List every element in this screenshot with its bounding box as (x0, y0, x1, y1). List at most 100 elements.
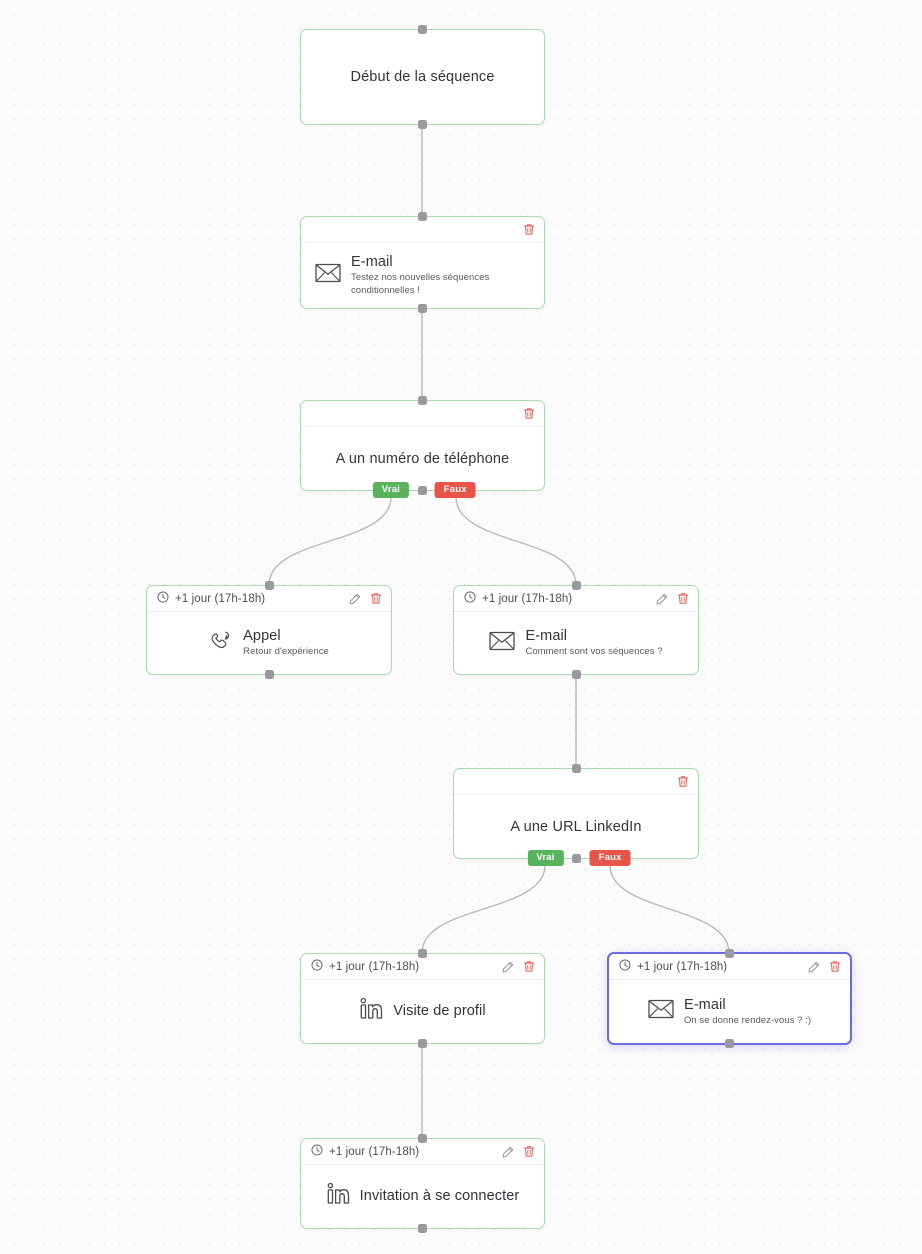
node-handle-bottom[interactable] (264, 670, 274, 679)
node-header (301, 401, 544, 427)
node-label: Début de la séquence (350, 69, 495, 85)
delete-icon[interactable] (677, 592, 689, 605)
node-body: A une URL LinkedIn (454, 795, 698, 858)
node-header: +1 jour (17h-18h) (454, 586, 698, 612)
node-handle-top[interactable] (418, 949, 427, 958)
phone-icon (209, 629, 233, 658)
node-action-text: Invitation à se connecter (360, 1187, 520, 1205)
node-handle-top[interactable] (418, 212, 427, 221)
node-handle-bottom[interactable] (725, 1039, 734, 1048)
node-title: Appel (243, 628, 281, 645)
edge-e-condphone-email2 (455, 496, 577, 586)
node-handle-top[interactable] (418, 25, 427, 34)
node-title: Invitation à se connecter (359, 1188, 520, 1205)
node-title: E-mail (683, 996, 726, 1013)
condition-badge-true[interactable]: Vrai (527, 850, 564, 866)
node-handle-bottom[interactable] (571, 670, 581, 679)
node-handle-top[interactable] (725, 949, 734, 958)
node-action-text: Visite de profil (393, 1002, 485, 1020)
node-body: Début de la séquence (301, 30, 544, 124)
node-header: +1 jour (17h-18h) (301, 1139, 544, 1165)
node-header: +1 jour (17h-18h) (609, 954, 850, 980)
node-handle-bottom[interactable] (418, 120, 427, 129)
delete-icon[interactable] (677, 775, 689, 788)
node-header-actions (523, 223, 535, 236)
node-title: E-mail (351, 254, 393, 271)
delete-icon[interactable] (370, 592, 382, 605)
edge-e-condphone-call (268, 496, 392, 586)
node-header-actions (502, 960, 535, 973)
condition-badge-true[interactable]: Vrai (372, 482, 410, 498)
delay-label-group: +1 jour (17h-18h) (619, 959, 727, 974)
node-handle-top[interactable] (418, 1134, 427, 1143)
node-handle-bottom[interactable] (571, 854, 581, 863)
node-header-actions (808, 960, 841, 973)
delay-label-group: +1 jour (17h-18h) (311, 959, 419, 974)
delete-icon[interactable] (523, 407, 535, 420)
node-handle-bottom[interactable] (418, 304, 427, 313)
flow-node-profile-visit[interactable]: +1 jour (17h-18h) Visite de profil (300, 949, 545, 1048)
edge-e-condlinkedin-email3 (609, 864, 730, 954)
edit-icon[interactable] (808, 961, 820, 973)
node-body: A un numéro de téléphone (301, 427, 544, 490)
delete-icon[interactable] (523, 223, 535, 236)
delete-icon[interactable] (829, 960, 841, 973)
edit-icon[interactable] (656, 593, 668, 605)
condition-badge-false[interactable]: Faux (589, 850, 631, 866)
node-handle-top[interactable] (264, 581, 274, 590)
node-subtitle: Comment sont vos séquences ? (525, 646, 663, 658)
node-header-actions (349, 592, 382, 605)
node-subtitle: Testez nos nouvelles séquences condition… (351, 272, 490, 297)
node-handle-top[interactable] (571, 581, 581, 590)
delay-label-group: +1 jour (17h-18h) (464, 591, 572, 606)
delay-label-group: +1 jour (17h-18h) (311, 1144, 419, 1159)
node-header-actions (502, 1145, 535, 1158)
envelope-icon (648, 999, 674, 1024)
node-title: Visite de profil (393, 1003, 486, 1020)
node-label: A une URL LinkedIn (510, 818, 642, 835)
edit-icon[interactable] (349, 593, 361, 605)
clock-icon (464, 591, 476, 606)
node-header-actions (523, 407, 535, 420)
delete-icon[interactable] (523, 1145, 535, 1158)
delay-label-group: +1 jour (17h-18h) (157, 591, 265, 606)
clock-icon (311, 1144, 323, 1159)
linkedin-icon (359, 997, 383, 1026)
condition-badge-false[interactable]: Faux (434, 482, 476, 498)
node-handle-bottom[interactable] (418, 1224, 427, 1233)
delay-label: +1 jour (17h-18h) (637, 960, 728, 973)
flow-node-connect-invite[interactable]: +1 jour (17h-18h) Invitation à se connect… (300, 1134, 545, 1233)
node-handle-bottom[interactable] (418, 486, 427, 495)
node-handle-bottom[interactable] (418, 1039, 427, 1048)
node-header: +1 jour (17h-18h) (147, 586, 391, 612)
node-header: +1 jour (17h-18h) (301, 954, 544, 980)
delete-icon[interactable] (523, 960, 535, 973)
edit-icon[interactable] (502, 1146, 514, 1158)
node-handle-top[interactable] (418, 396, 427, 405)
envelope-icon (489, 631, 516, 656)
node-action: Invitation à se connecter (326, 1182, 520, 1211)
node-title: E-mail (525, 628, 568, 645)
flow-node-start[interactable]: Début de la séquence (300, 25, 545, 129)
clock-icon (157, 591, 169, 606)
delay-label: +1 jour (17h-18h) (329, 1145, 420, 1158)
edit-icon[interactable] (502, 961, 514, 973)
delay-label: +1 jour (17h-18h) (175, 592, 266, 605)
node-handle-top[interactable] (571, 764, 581, 773)
clock-icon (619, 959, 631, 974)
